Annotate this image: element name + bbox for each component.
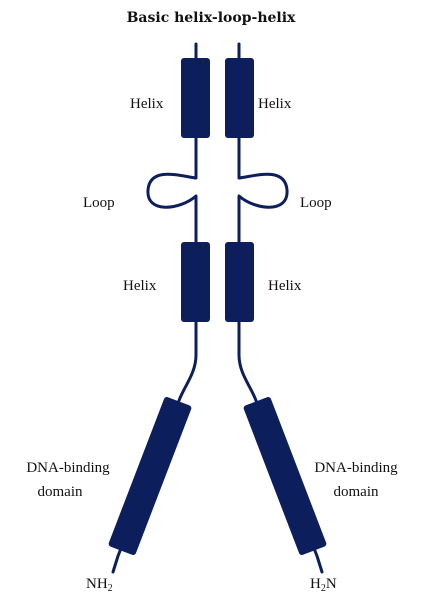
right-lower-helix <box>225 242 254 322</box>
left-dna-binding-label-line2: domain <box>38 484 83 500</box>
right-terminus-label: H2N <box>310 576 337 594</box>
left-dna-binding-domain <box>108 396 192 556</box>
left-loop-label: Loop <box>83 195 115 211</box>
left-lower-helix-label: Helix <box>123 278 157 294</box>
right-lower-helix-label: Helix <box>268 278 302 294</box>
right-terminus-base: H <box>310 576 321 592</box>
left-upper-helix <box>181 58 210 138</box>
diagram-title: Basic helix-loop-helix <box>127 10 296 26</box>
right-monomer <box>225 44 327 572</box>
right-upper-helix <box>225 58 254 138</box>
right-upper-helix-label: Helix <box>258 96 292 112</box>
left-lower-helix <box>181 242 210 322</box>
right-dna-binding-label-line1: DNA-binding <box>314 460 398 476</box>
left-terminus-subscript: 2 <box>108 583 113 594</box>
right-loop-label: Loop <box>300 195 332 211</box>
left-terminus-label: NH2 <box>86 576 113 594</box>
left-dna-binding-label-line1: DNA-binding <box>26 460 110 476</box>
left-monomer <box>108 44 210 572</box>
left-terminus-base: NH <box>86 576 108 592</box>
right-dna-binding-domain <box>243 396 327 556</box>
left-upper-helix-label: Helix <box>130 96 164 112</box>
right-dna-binding-label-line2: domain <box>334 484 379 500</box>
right-terminus-tail: N <box>326 576 337 592</box>
